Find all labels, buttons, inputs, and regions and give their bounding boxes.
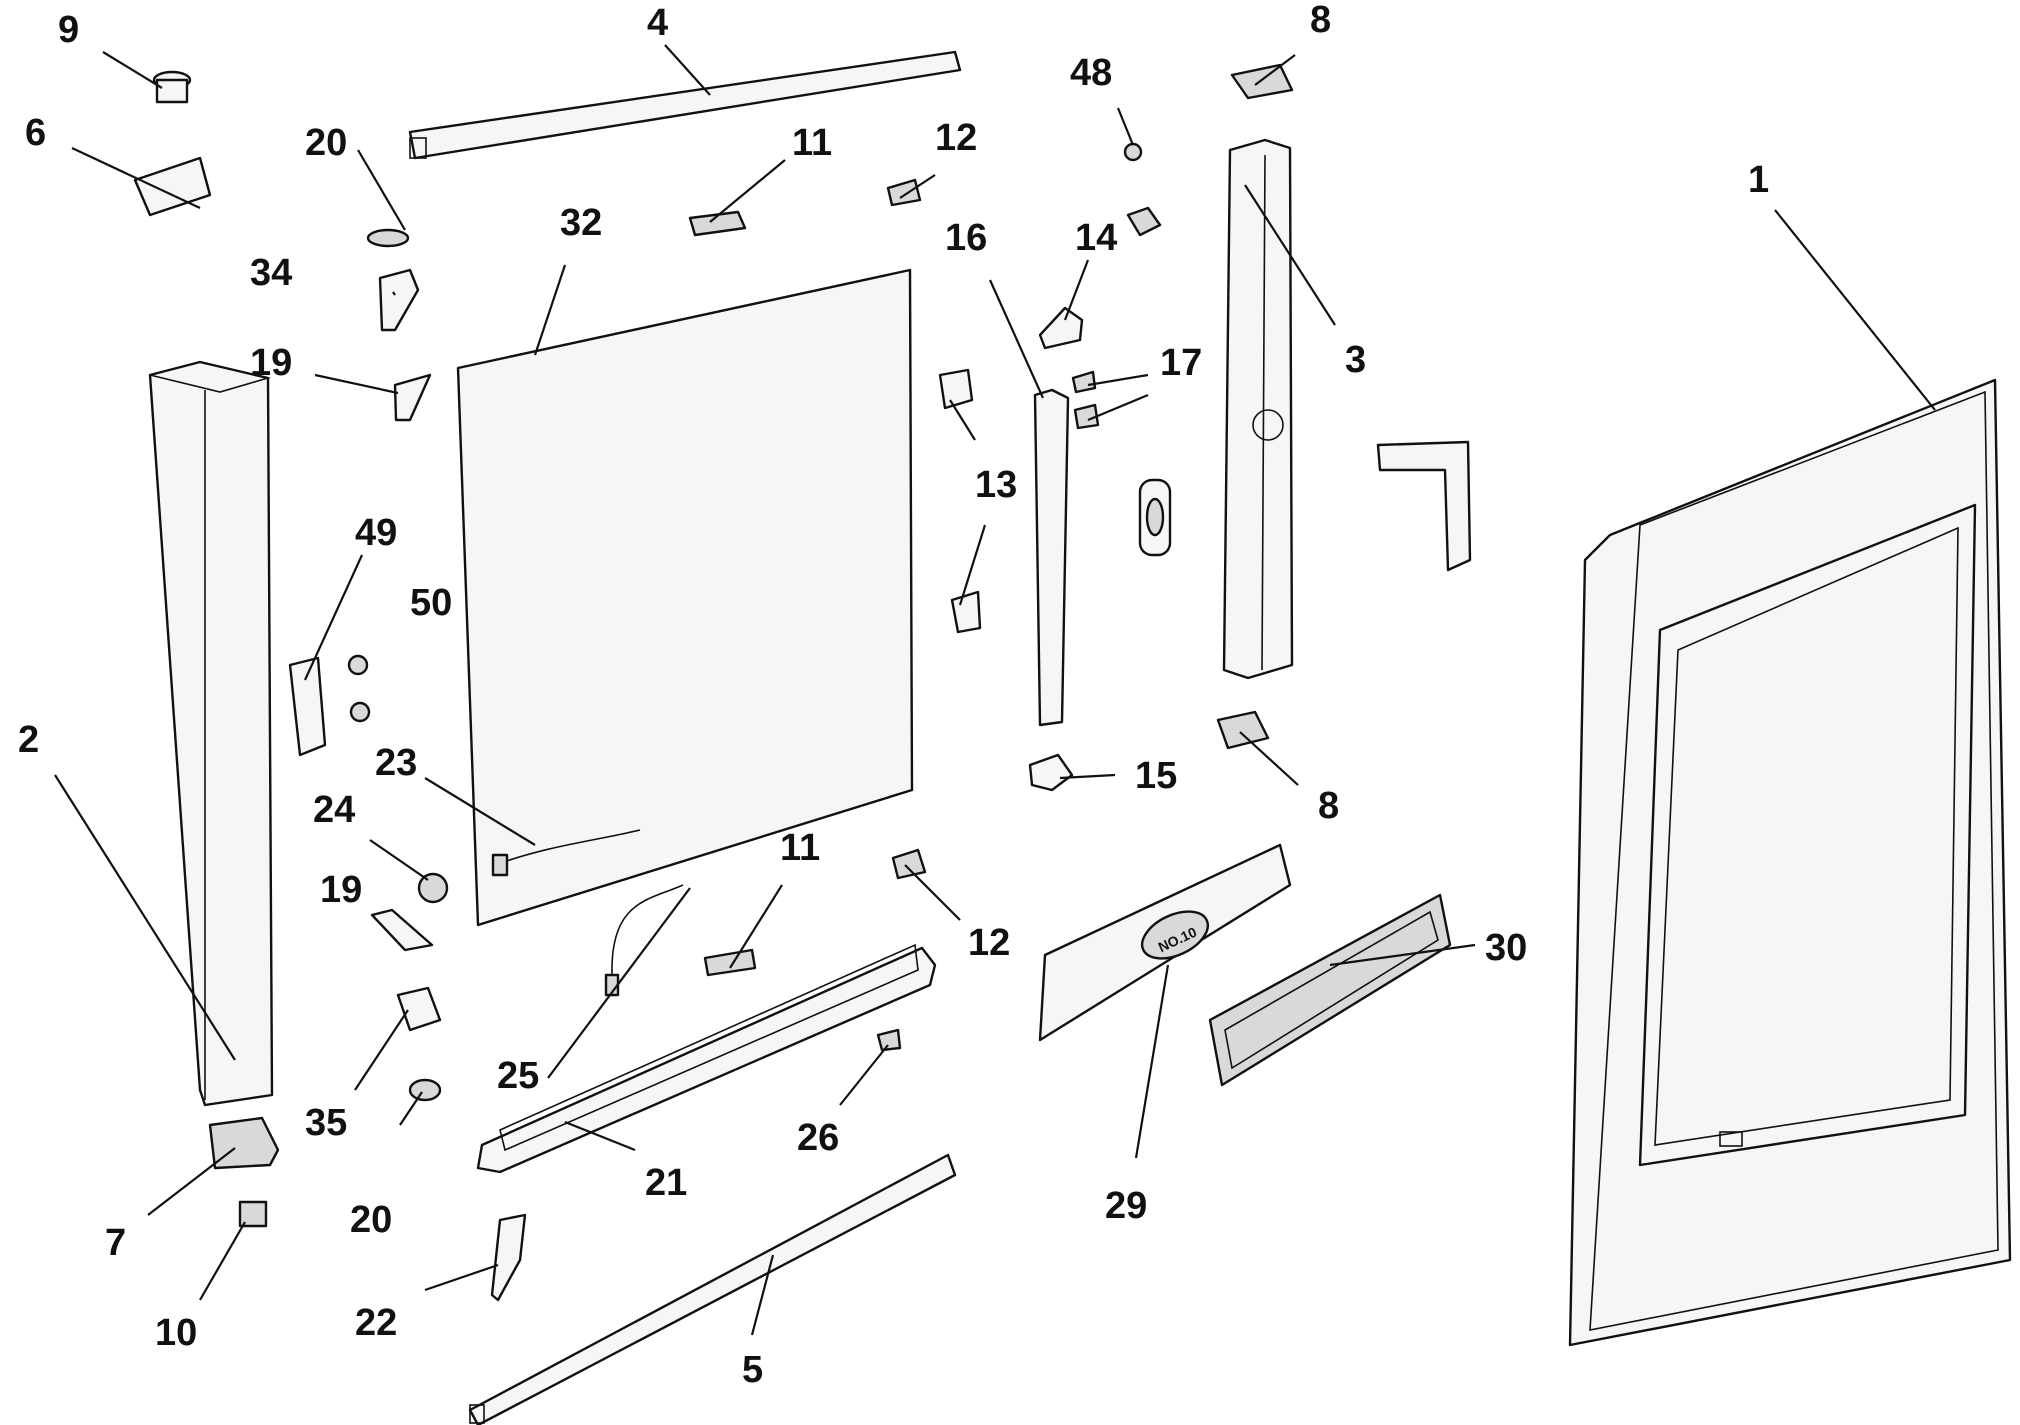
part-14-clip	[1126, 206, 1162, 237]
part-26-clip	[876, 1028, 902, 1052]
part-12-top-clip	[886, 178, 922, 207]
label-4: 4	[647, 2, 668, 44]
part-25-sensor-wire	[604, 884, 684, 997]
part-20-top-clip	[366, 228, 410, 248]
label-3: 3	[1345, 339, 1366, 381]
side-switch-assembly	[1138, 478, 1172, 557]
label-48: 48	[1070, 52, 1112, 94]
part-13-top-hinge	[938, 368, 974, 410]
part-9-top-cap	[152, 70, 192, 104]
label-23: 23	[375, 742, 417, 784]
part-14-cap	[1038, 306, 1084, 350]
part-30-control-board	[1208, 893, 1452, 1087]
part-17-bottom-hook	[1073, 403, 1100, 430]
label-14: 14	[1075, 217, 1117, 259]
label-16: 16	[945, 217, 987, 259]
label-10: 10	[155, 1312, 197, 1354]
label-22: 22	[355, 1302, 397, 1344]
part-11-top-bracket	[688, 210, 747, 237]
label-50: 50	[410, 582, 452, 624]
label-26: 26	[797, 1117, 839, 1159]
label-29: 29	[1105, 1185, 1147, 1227]
label-25: 25	[497, 1055, 539, 1097]
label-13: 13	[975, 464, 1017, 506]
leader-lines	[54, 44, 1936, 1336]
label-7: 7	[105, 1222, 126, 1264]
part-17-top-hook	[1071, 370, 1097, 394]
part-8-bottom-bracket	[1216, 710, 1270, 750]
label-2: 2	[18, 719, 39, 761]
part-49-latch	[288, 656, 327, 757]
label-21: 21	[645, 1162, 687, 1204]
part-8-top-bracket	[1230, 63, 1294, 100]
label-15: 15	[1135, 755, 1177, 797]
part-34-hinge-bracket	[378, 268, 420, 332]
part-22-bracket	[490, 1213, 527, 1302]
part-32-center-panel	[456, 268, 914, 927]
label-17: 17	[1160, 342, 1202, 384]
part-4-top-rail	[408, 50, 962, 160]
part-12-bottom-clip	[891, 848, 927, 880]
label-35: 35	[305, 1102, 347, 1144]
part-3-right-post	[1222, 138, 1294, 680]
label-9: 9	[58, 9, 79, 51]
part-15-lower-cap	[1028, 753, 1074, 792]
label-32: 32	[560, 202, 602, 244]
part-6-top-corner-bracket	[133, 156, 212, 217]
part-2-left-post	[148, 360, 274, 1107]
label-19-top: 19	[250, 342, 292, 384]
label-6: 6	[25, 112, 46, 154]
label-12-bottom: 12	[968, 922, 1010, 964]
part-19-top-gusset	[393, 373, 432, 422]
label-1: 1	[1748, 159, 1769, 201]
part-50-bushing-pair	[347, 654, 371, 723]
part-23-wire-harness	[491, 829, 641, 877]
part-21-bottom-tray	[476, 943, 937, 1174]
part-13-bottom-hinge	[950, 590, 982, 634]
label-20-bottom: 20	[350, 1199, 392, 1241]
part-20-bottom-clip	[408, 1078, 442, 1102]
label-5: 5	[742, 1349, 763, 1391]
label-8-top: 8	[1310, 0, 1331, 41]
label-49: 49	[355, 512, 397, 554]
part-11-bottom-bracket	[703, 948, 757, 977]
part-16-vertical-strip	[1033, 388, 1070, 727]
part-35-hinge-bracket	[396, 986, 442, 1032]
part-19-bottom-gusset	[370, 908, 434, 952]
label-20-top: 20	[305, 122, 347, 164]
part-48-nut	[1123, 142, 1143, 162]
label-11-bottom: 11	[780, 827, 820, 869]
label-34: 34	[250, 252, 292, 294]
callout-labels: 1 2 3 4 5 6 7 8 8 9 10 11 11 12 12 13 14…	[18, 0, 1769, 1391]
label-8-bottom: 8	[1318, 785, 1339, 827]
part-29-badge-plate: NO.10	[1038, 843, 1292, 1042]
label-24: 24	[313, 789, 355, 831]
label-11-top: 11	[792, 122, 832, 164]
side-handle-assembly	[1376, 440, 1472, 572]
label-12-top: 12	[935, 117, 977, 159]
part-10-leveling-foot	[238, 1200, 268, 1228]
part-24-grommet	[417, 872, 449, 904]
part-5-bottom-rail	[468, 1153, 957, 1425]
label-30: 30	[1485, 927, 1527, 969]
part-1-door-panel	[1568, 378, 2012, 1347]
label-19-bottom: 19	[320, 869, 362, 911]
